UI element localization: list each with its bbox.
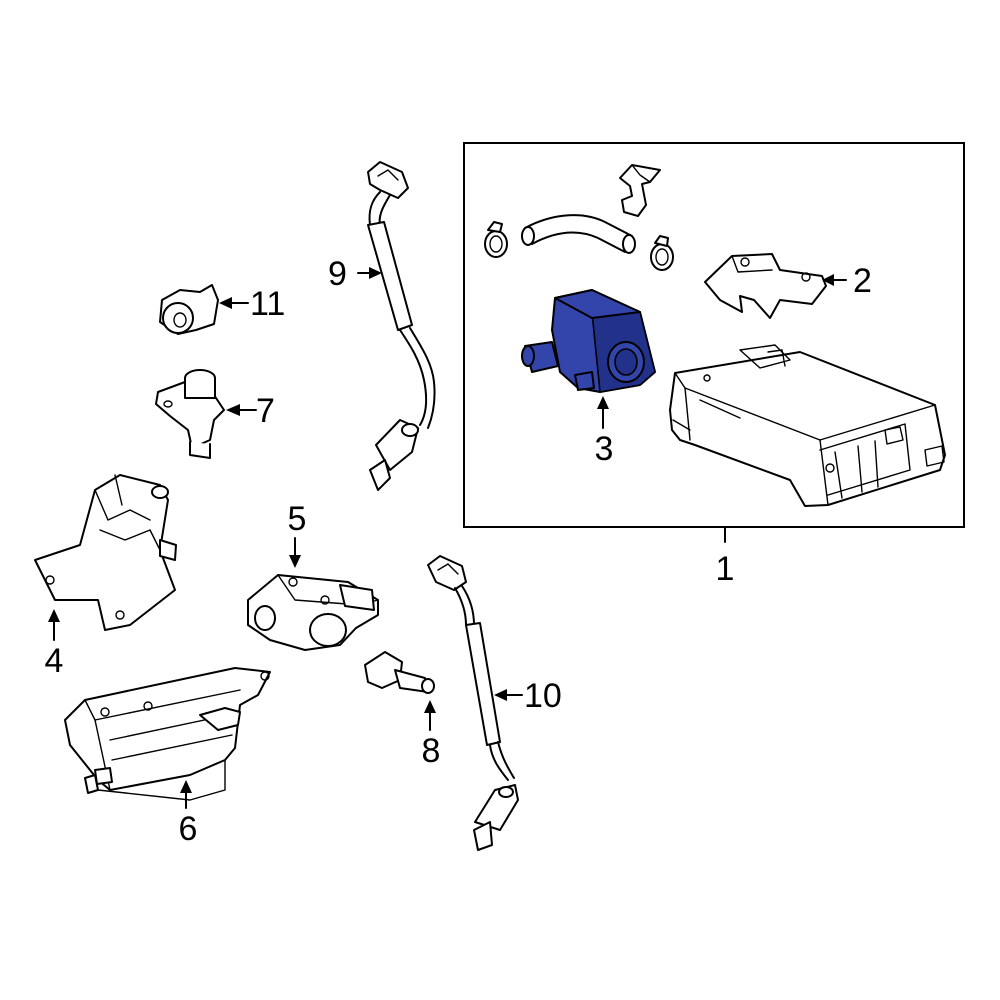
callout-2[interactable]: 2 (853, 262, 872, 300)
vapor-hose[interactable] (521, 214, 636, 254)
arrow-7 (226, 404, 240, 416)
arrow-2 (822, 274, 834, 286)
vapor-pressure-sensor-highlighted[interactable] (521, 289, 656, 393)
callout-11[interactable]: 11 (250, 285, 285, 323)
hose-bracket[interactable] (619, 164, 661, 217)
callout-10[interactable]: 10 (524, 677, 562, 715)
purge-solenoid-valve[interactable] (247, 574, 379, 651)
arrow-10 (494, 689, 507, 701)
canister-bracket[interactable] (704, 253, 827, 319)
callout-8[interactable]: 8 (422, 732, 441, 770)
arrow-11 (219, 297, 232, 309)
hose-clamp-left[interactable] (484, 221, 508, 258)
callout-6[interactable]: 6 (179, 810, 198, 848)
hose-clamp-right[interactable] (650, 235, 674, 271)
callout-1[interactable]: 1 (716, 550, 735, 588)
knock-sensor[interactable] (159, 284, 219, 335)
arrow-9 (369, 267, 382, 279)
callout-3[interactable]: 3 (595, 430, 614, 468)
arrow-3 (597, 396, 609, 409)
charcoal-canister[interactable] (669, 344, 946, 507)
callout-4[interactable]: 4 (45, 642, 64, 680)
callout-9[interactable]: 9 (328, 255, 347, 293)
arrow-8 (424, 700, 436, 713)
callout-7[interactable]: 7 (256, 392, 275, 430)
sensor-bracket-assembly[interactable] (34, 474, 177, 631)
assembly-box (463, 142, 965, 528)
arrow-6 (180, 780, 192, 793)
oxygen-sensor-downstream[interactable] (427, 555, 519, 851)
control-module[interactable] (64, 667, 271, 801)
callout-5[interactable]: 5 (288, 500, 307, 538)
temperature-sensor[interactable] (364, 651, 435, 694)
oxygen-sensor-upstream[interactable] (367, 161, 436, 491)
arrow-5 (289, 555, 301, 568)
camshaft-position-sensor[interactable] (155, 369, 225, 459)
arrow-4 (48, 609, 60, 622)
